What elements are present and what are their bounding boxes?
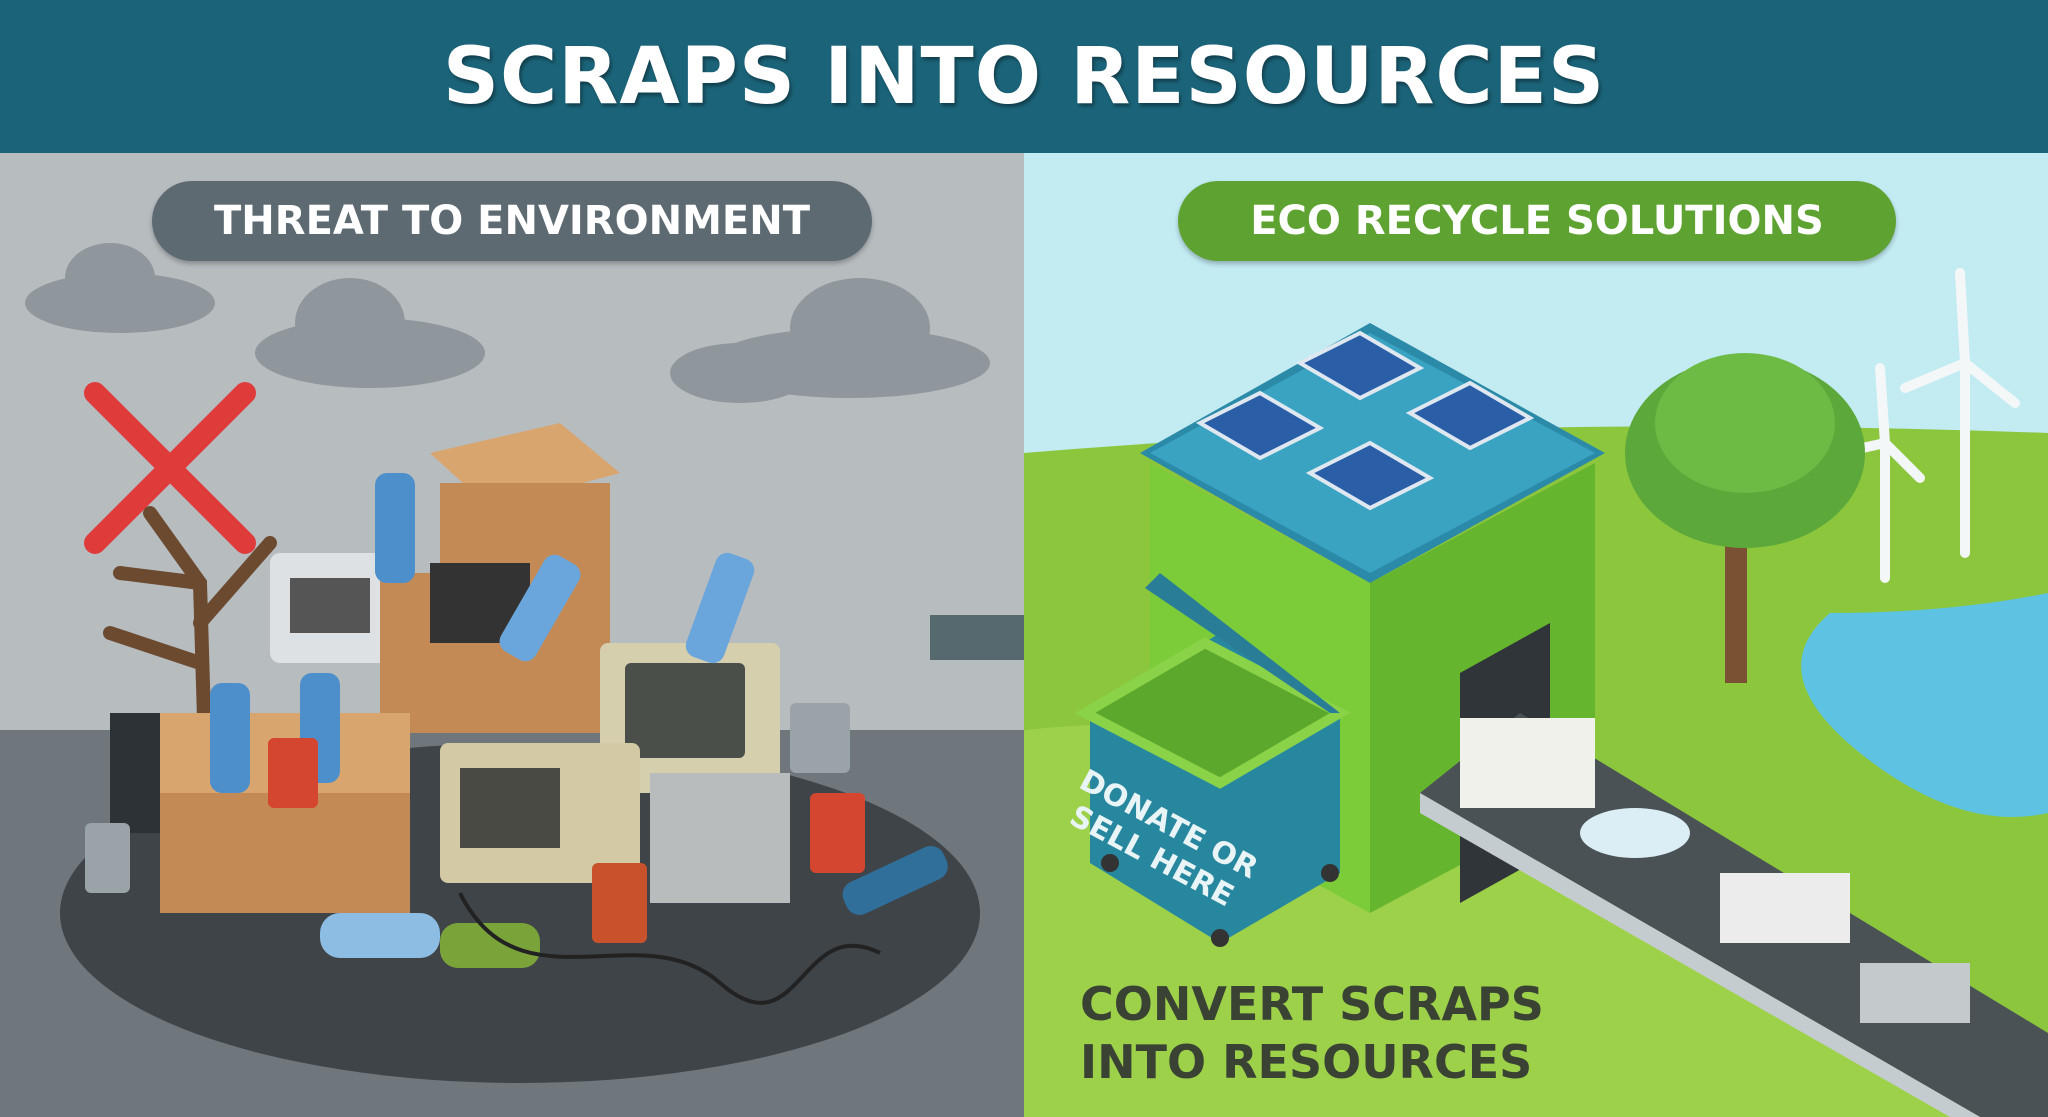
eco-label-text: ECO RECYCLE SOLUTIONS [1250,198,1824,244]
caption-line1: CONVERT SCRAPS [1080,977,1544,1031]
eco-label: ECO RECYCLE SOLUTIONS [1178,181,1896,261]
caption: CONVERT SCRAPS INTO RESOURCES [1080,975,1544,1091]
infographic-scene: THREAT TO ENVIRONMENT ECO RECYCLE SOLUTI… [0,153,2048,1117]
eco-side [1024,153,2048,1117]
page-title: SCRAPS INTO RESOURCES [442,31,1606,122]
conveyor-belt [1420,713,2048,1117]
solar-panel-icon [1195,330,1535,511]
threat-label: THREAT TO ENVIRONMENT [152,181,872,261]
lake [1801,593,2048,817]
newspaper-bundle [1460,718,1595,808]
header-banner: SCRAPS INTO RESOURCES [0,0,2048,153]
paper-stack [1720,873,1850,943]
wind-turbine-icon [1835,268,2020,583]
threat-label-text: THREAT TO ENVIRONMENT [214,198,810,244]
tree-icon [1625,353,1865,683]
trash-pile [85,423,948,1005]
caption-line2: INTO RESOURCES [1080,1035,1533,1089]
dead-tree-icon [103,506,277,760]
donation-bin [1074,573,1351,947]
plastic-pellets [1580,808,1690,858]
cloud-icon [25,243,990,403]
polluted-side [0,153,1100,1117]
metal-ingots [1860,963,1970,1023]
red-x-icon [84,382,256,554]
